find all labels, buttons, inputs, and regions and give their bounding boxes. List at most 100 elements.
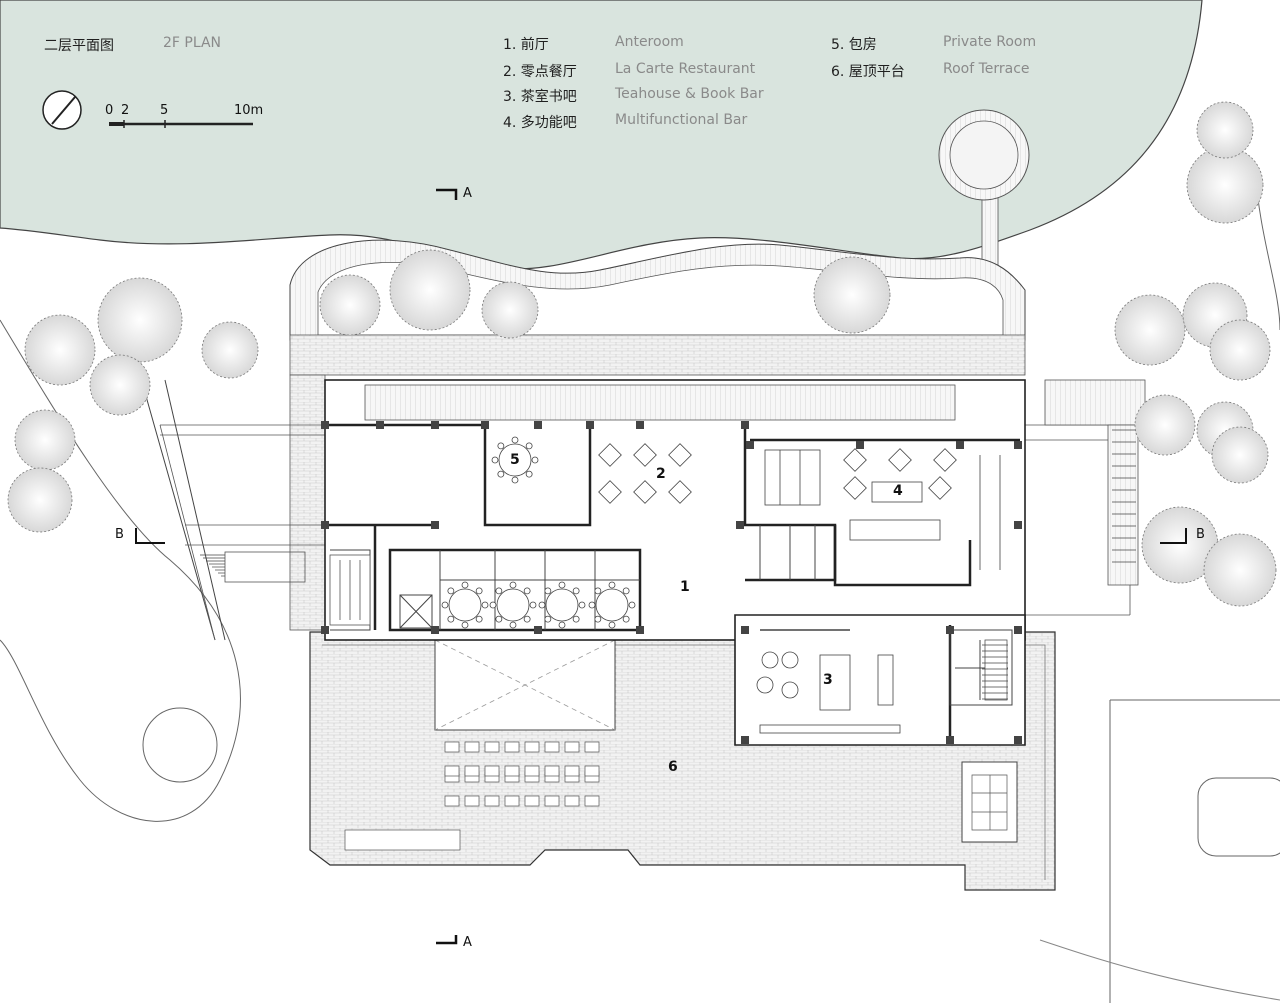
column <box>431 626 439 634</box>
terrace-bench <box>544 795 560 807</box>
column <box>946 736 954 744</box>
legend-item-6-en: Roof Terrace <box>943 61 1030 77</box>
legend-item-2-en: La Carte Restaurant <box>615 61 756 77</box>
chair <box>511 436 519 444</box>
tree <box>97 277 183 363</box>
terrace-bench <box>504 741 520 753</box>
multifunctional-bar-furniture <box>764 449 1001 570</box>
tree <box>813 256 891 334</box>
column <box>534 626 542 634</box>
dining-table <box>843 448 867 472</box>
tree <box>1211 426 1269 484</box>
chair <box>497 470 505 478</box>
terrace-bench <box>444 741 460 753</box>
section-a-bottom: A <box>463 935 472 950</box>
chair <box>523 587 531 595</box>
terrace-bench <box>524 795 540 807</box>
terrace-bench <box>444 795 460 807</box>
chair <box>447 615 455 623</box>
column <box>431 521 439 529</box>
tree <box>14 409 76 471</box>
dining-table <box>928 476 952 500</box>
chair <box>523 615 531 623</box>
chair <box>461 621 469 629</box>
column <box>741 736 749 744</box>
chair <box>572 587 580 595</box>
tree <box>7 467 73 533</box>
chair <box>489 601 497 609</box>
chair <box>628 601 636 609</box>
trees <box>7 101 1277 607</box>
section-b-right: B <box>1196 527 1205 542</box>
room-number-5: 5 <box>510 452 520 468</box>
chair <box>441 601 449 609</box>
legend-item-4-en: Multifunctional Bar <box>615 112 748 128</box>
column <box>636 626 644 634</box>
chair <box>544 615 552 623</box>
legend-item-3-en: Teahouse & Book Bar <box>615 86 764 102</box>
terrace-bench <box>444 765 460 777</box>
terrace-bench <box>564 741 580 753</box>
dining-table <box>933 448 957 472</box>
legend-item-5-zh: 5. 包房 <box>831 37 877 53</box>
scale-label-0: 0 <box>105 103 114 118</box>
chair <box>544 587 552 595</box>
chair <box>491 456 499 464</box>
terrace-bench <box>484 795 500 807</box>
terrace-bench <box>544 741 560 753</box>
column <box>746 441 754 449</box>
scale-label-2: 2 <box>121 103 130 118</box>
chair <box>529 601 537 609</box>
terrace-bench <box>484 741 500 753</box>
staircase <box>200 429 1136 700</box>
column <box>586 421 594 429</box>
chair <box>538 601 546 609</box>
dining-table <box>633 443 657 467</box>
dining-table <box>598 443 622 467</box>
chair <box>509 581 517 589</box>
column <box>534 421 542 429</box>
round-table <box>498 443 532 477</box>
tree <box>481 281 539 339</box>
column <box>741 421 749 429</box>
terrace-bench <box>524 765 540 777</box>
room-number-3: 3 <box>823 672 833 688</box>
column <box>481 421 489 429</box>
tree <box>201 321 259 379</box>
column <box>376 421 384 429</box>
dining-table <box>668 443 692 467</box>
legend-item-3-zh: 3. 茶室书吧 <box>503 89 577 105</box>
tree <box>1196 101 1254 159</box>
terrace-bench <box>584 795 600 807</box>
restaurant-tables <box>598 443 957 504</box>
round-table <box>545 588 579 622</box>
column <box>321 626 329 634</box>
terrace-bench <box>464 795 480 807</box>
column <box>636 421 644 429</box>
chair <box>588 601 596 609</box>
column <box>321 421 329 429</box>
chair <box>622 615 630 623</box>
terrace-bench <box>464 741 480 753</box>
chair <box>461 581 469 589</box>
room-number-6: 6 <box>668 759 678 775</box>
section-b-left: B <box>115 527 124 542</box>
terrace-bench <box>504 795 520 807</box>
tree <box>319 274 381 336</box>
chair <box>495 587 503 595</box>
paved-terrace <box>289 334 1026 376</box>
legend-item-4-zh: 4. 多功能吧 <box>503 115 577 131</box>
round-table <box>496 588 530 622</box>
chair <box>509 621 517 629</box>
legend-item-6-zh: 6. 屋顶平台 <box>831 64 905 80</box>
terrace-seating <box>444 741 600 807</box>
chair <box>495 615 503 623</box>
column <box>956 441 964 449</box>
plan-title-zh: 二层平面图 <box>44 38 114 54</box>
dining-table <box>633 480 657 504</box>
chair <box>594 587 602 595</box>
chair <box>608 581 616 589</box>
chair <box>497 442 505 450</box>
chair <box>447 587 455 595</box>
